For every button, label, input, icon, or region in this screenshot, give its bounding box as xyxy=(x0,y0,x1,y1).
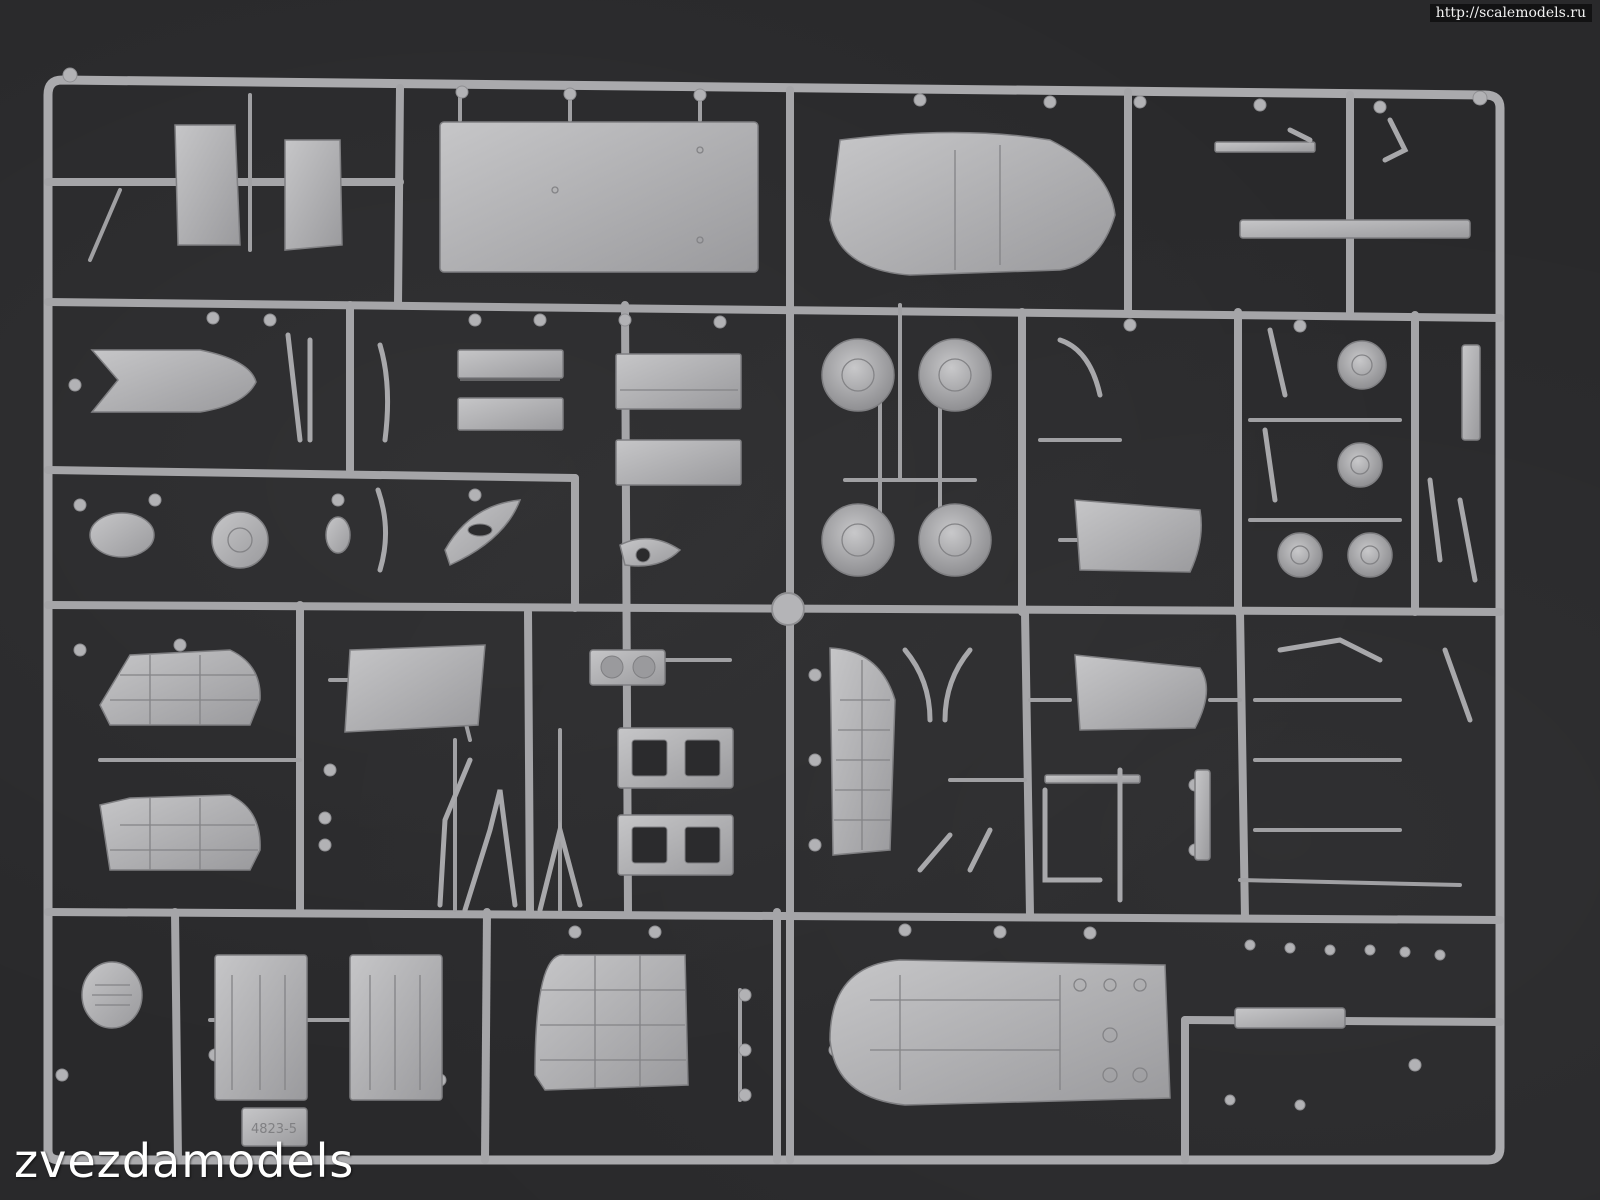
watermark-url: http://scalemodels.ru xyxy=(1429,4,1592,22)
part-details xyxy=(92,145,1380,1090)
brand-watermark: zvezdamodels xyxy=(14,1134,355,1188)
gate-stubs xyxy=(55,67,1488,1111)
struts xyxy=(285,117,1478,913)
sprue-outer-frame xyxy=(43,75,1505,1165)
frame-windows xyxy=(467,523,721,864)
sprue-hub xyxy=(771,592,805,626)
part-number-label: 4823-5 xyxy=(251,1122,297,1137)
